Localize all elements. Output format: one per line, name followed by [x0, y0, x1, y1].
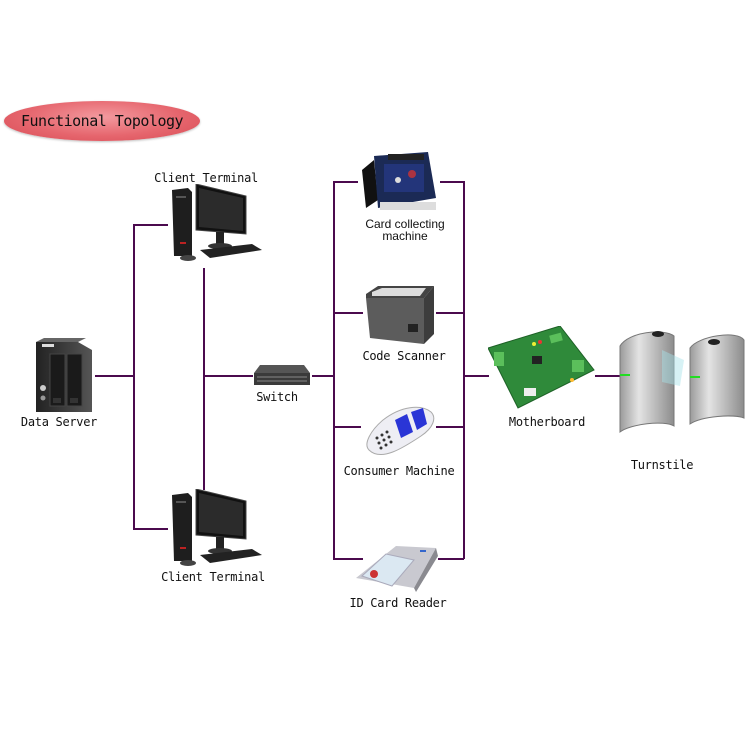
- wire-stub: [333, 558, 363, 560]
- label-line-1: Card collecting: [365, 217, 445, 231]
- circuit-board-icon: [488, 326, 595, 409]
- wire-server-to-bus: [95, 375, 135, 377]
- wire-bus-to-motherboard: [463, 375, 489, 377]
- turnstile-gate-icon: [619, 331, 745, 434]
- wire-stub: [438, 558, 464, 560]
- wire-stub: [440, 181, 464, 183]
- wire-bus-to-client-bottom: [133, 528, 168, 530]
- label-code-scanner: Code Scanner: [362, 349, 446, 363]
- label-consumer-machine: Consumer Machine: [343, 464, 455, 478]
- wire-stub: [436, 426, 464, 428]
- id-card-reader-icon: [356, 546, 438, 592]
- wire-bus-to-client-top: [133, 224, 168, 226]
- label-card-collecting-machine: Card collecting machine: [365, 218, 444, 242]
- wire-motherboard-to-turnstile: [595, 375, 620, 377]
- wire-device-bus-right: [463, 181, 465, 559]
- label-line-2: machine: [382, 229, 428, 243]
- network-switch-icon: [254, 365, 310, 385]
- wire-stub: [436, 312, 464, 314]
- label-motherboard: Motherboard: [508, 415, 586, 429]
- label-switch: Switch: [256, 390, 298, 404]
- wire-stub: [333, 312, 363, 314]
- wire-stub: [333, 426, 361, 428]
- desktop-computer-icon: [172, 184, 262, 261]
- wire-left-bus: [133, 224, 135, 529]
- label-turnstile: Turnstile: [630, 458, 694, 472]
- wire-stub: [333, 181, 358, 183]
- wire-switch-to-bus: [312, 375, 334, 377]
- title-badge: Functional Topology: [4, 101, 200, 141]
- nas-server-icon: [36, 338, 92, 412]
- label-client-terminal-bottom: Client Terminal: [161, 570, 265, 584]
- wire-device-bus-left: [333, 181, 335, 559]
- desktop-computer-icon: [172, 489, 262, 566]
- diagram-title: Functional Topology: [20, 112, 184, 130]
- pos-terminal-icon: [366, 406, 435, 455]
- label-data-server: Data Server: [20, 415, 98, 429]
- label-id-card-reader: ID Card Reader: [349, 596, 447, 610]
- label-client-terminal-top: Client Terminal: [154, 171, 258, 185]
- card-collector-icon: [362, 152, 436, 210]
- wire-client-vertical: [203, 268, 205, 490]
- code-scanner-icon: [366, 286, 434, 344]
- wire-client-to-switch: [203, 375, 253, 377]
